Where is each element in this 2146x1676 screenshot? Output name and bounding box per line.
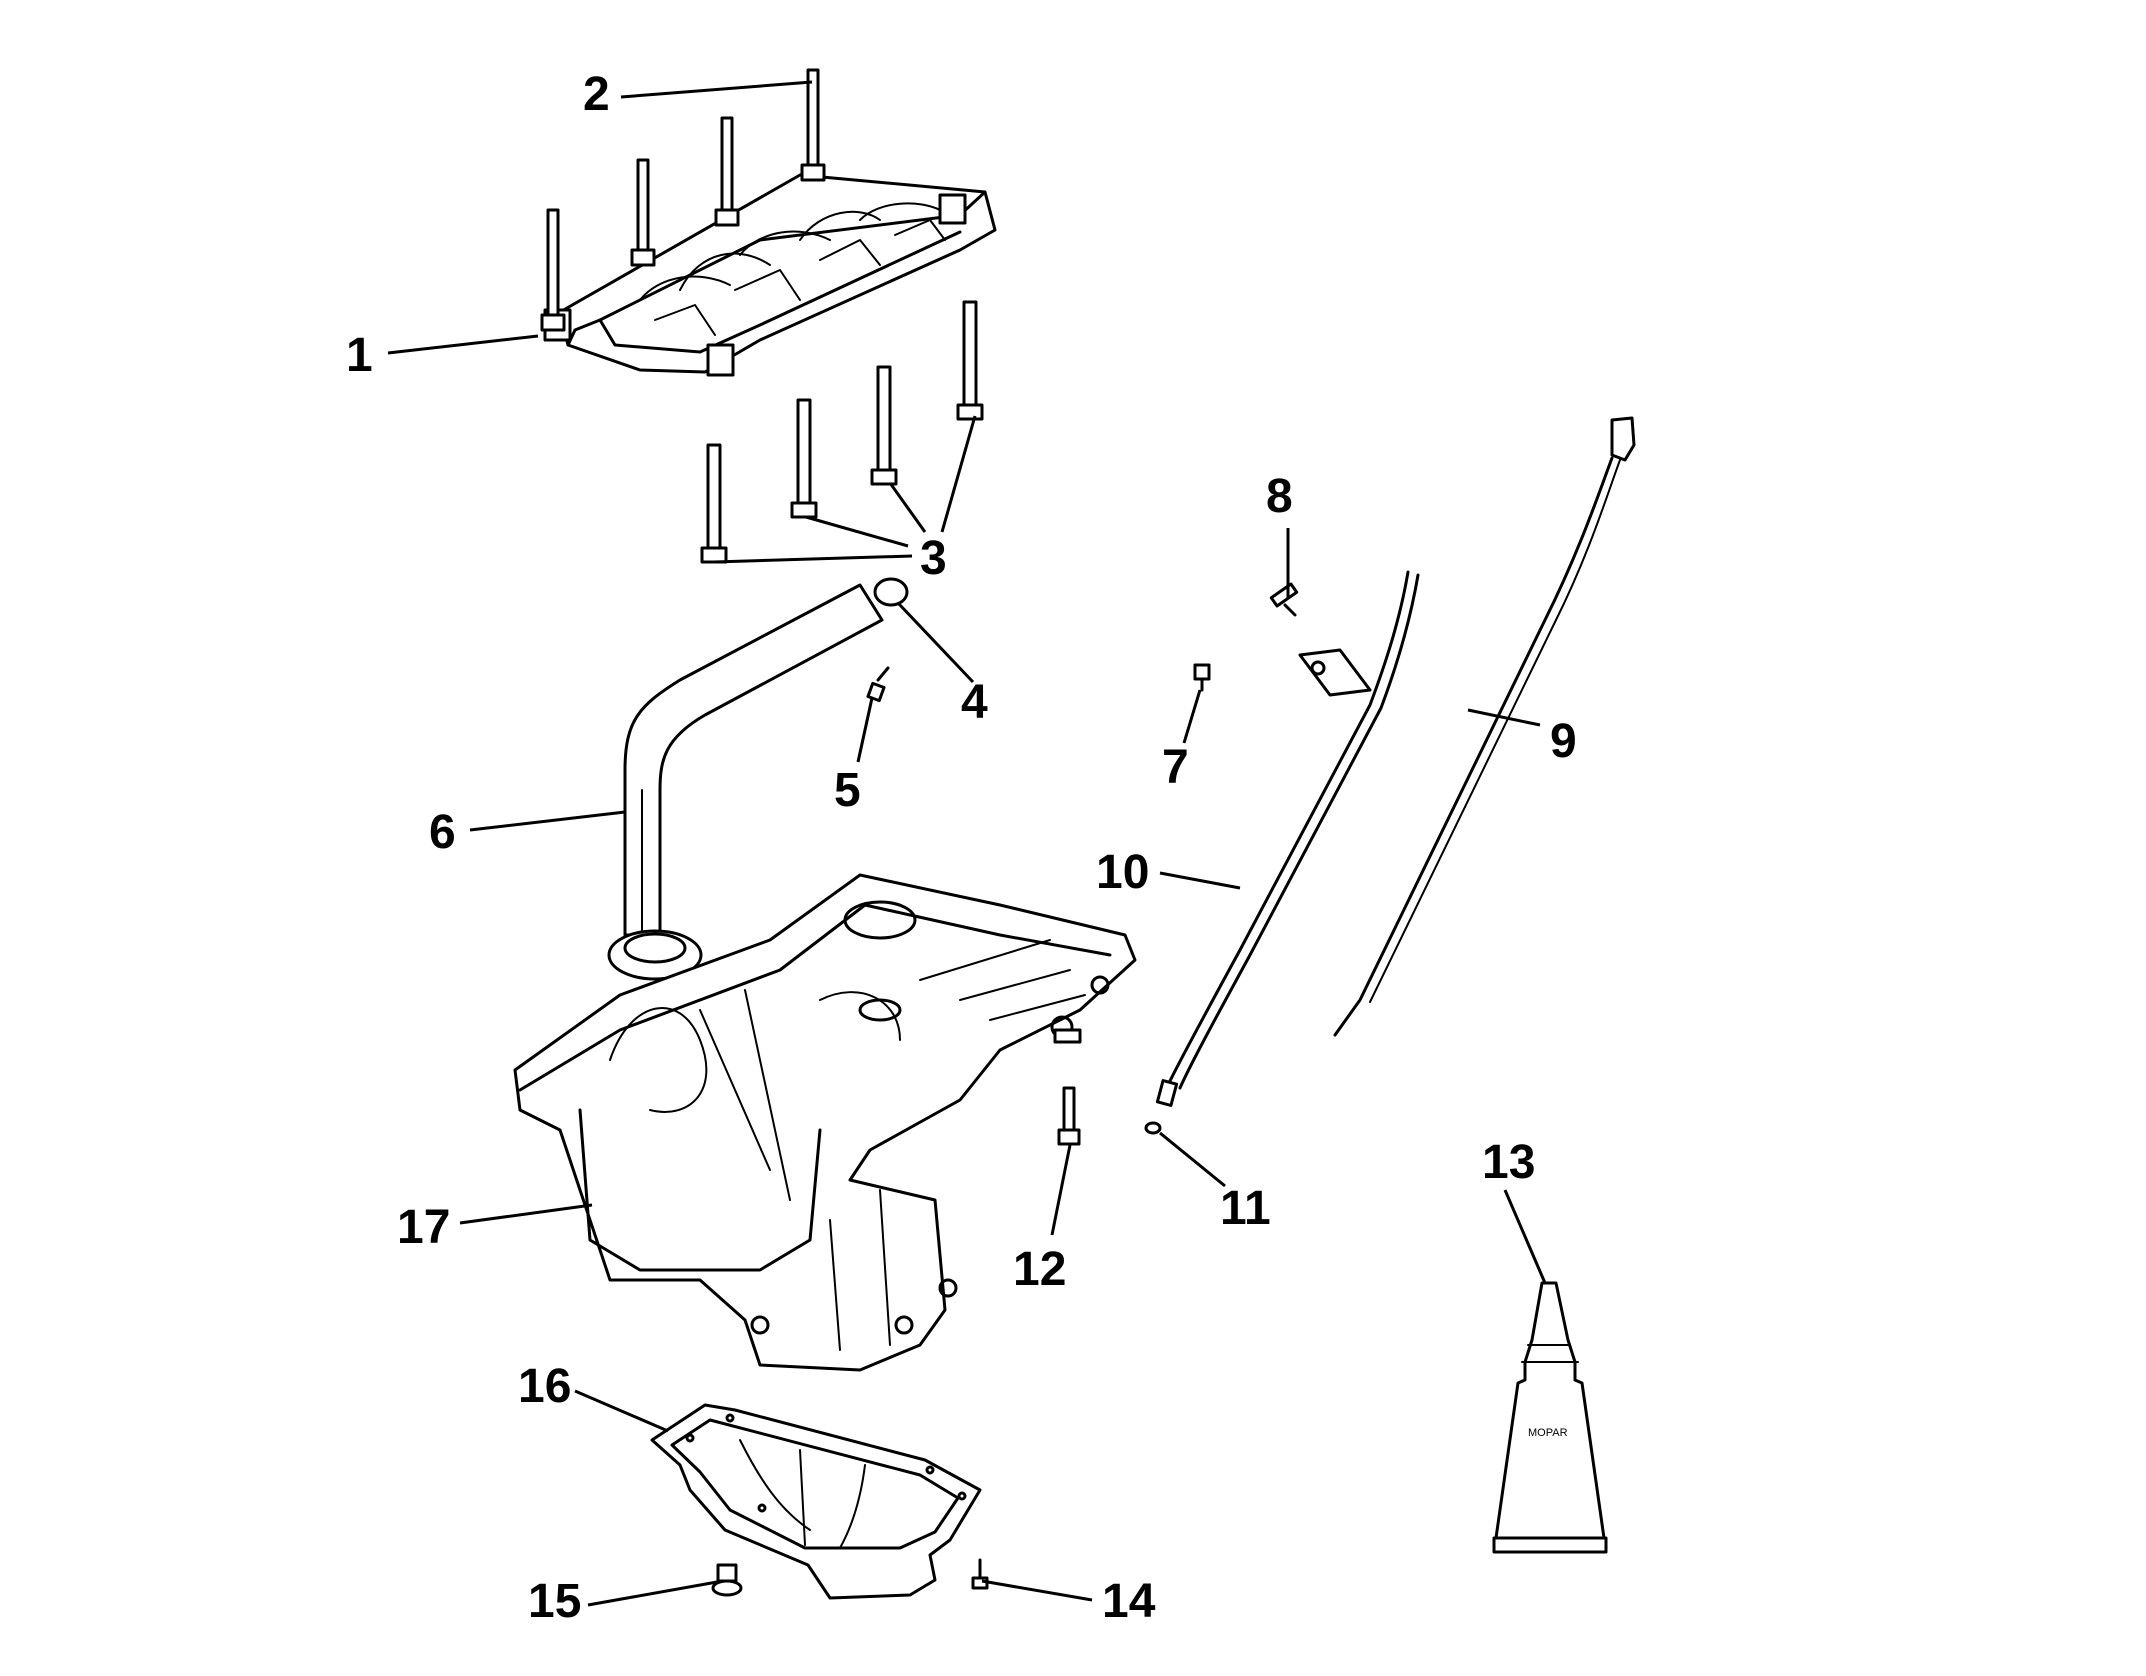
bolt-8 bbox=[1269, 582, 1299, 617]
dipstick-tube bbox=[1155, 570, 1420, 1107]
lower-oil-pan bbox=[650, 1403, 982, 1600]
callout-14: 14 bbox=[1102, 1575, 1156, 1628]
callout-2: 2 bbox=[583, 68, 610, 121]
callout-5: 5 bbox=[834, 764, 861, 817]
callout-12: 12 bbox=[1013, 1243, 1066, 1296]
leader-lines bbox=[387, 80, 1547, 1607]
callout-16: 16 bbox=[518, 1360, 571, 1413]
callout-9: 9 bbox=[1550, 715, 1577, 768]
bedplate-bolts bbox=[700, 300, 984, 564]
callout-7: 7 bbox=[1162, 741, 1189, 794]
bedplate bbox=[543, 173, 997, 377]
callout-6: 6 bbox=[429, 806, 456, 859]
callout-4: 4 bbox=[961, 676, 988, 729]
callout-17: 17 bbox=[397, 1201, 450, 1254]
o-ring-4 bbox=[873, 577, 909, 607]
sealant-tube: MOPAR bbox=[1492, 1281, 1608, 1554]
bedplate-long-bolts bbox=[540, 68, 826, 332]
sealant-brand-label: MOPAR bbox=[1528, 1427, 1568, 1439]
bolt-14 bbox=[971, 1558, 989, 1590]
bolt-7 bbox=[1193, 663, 1211, 692]
oil-dipstick bbox=[1333, 416, 1636, 1037]
callout-10: 10 bbox=[1096, 846, 1149, 899]
oil-pump-pickup-tube bbox=[607, 583, 884, 981]
callout-3: 3 bbox=[920, 532, 947, 585]
callout-13: 13 bbox=[1482, 1136, 1535, 1189]
callout-15: 15 bbox=[528, 1575, 581, 1628]
callout-1: 1 bbox=[346, 329, 373, 382]
bolt-5 bbox=[866, 666, 890, 703]
callout-8: 8 bbox=[1266, 470, 1293, 523]
callout-numbers: 1 2 3 4 5 6 7 8 9 10 11 12 13 14 15 16 1… bbox=[346, 68, 1577, 1628]
drain-plug bbox=[711, 1563, 743, 1597]
bolt-12 bbox=[1057, 1086, 1081, 1146]
upper-oil-pan bbox=[513, 873, 1137, 1372]
o-ring-11 bbox=[1144, 1121, 1162, 1135]
callout-11: 11 bbox=[1220, 1182, 1271, 1235]
